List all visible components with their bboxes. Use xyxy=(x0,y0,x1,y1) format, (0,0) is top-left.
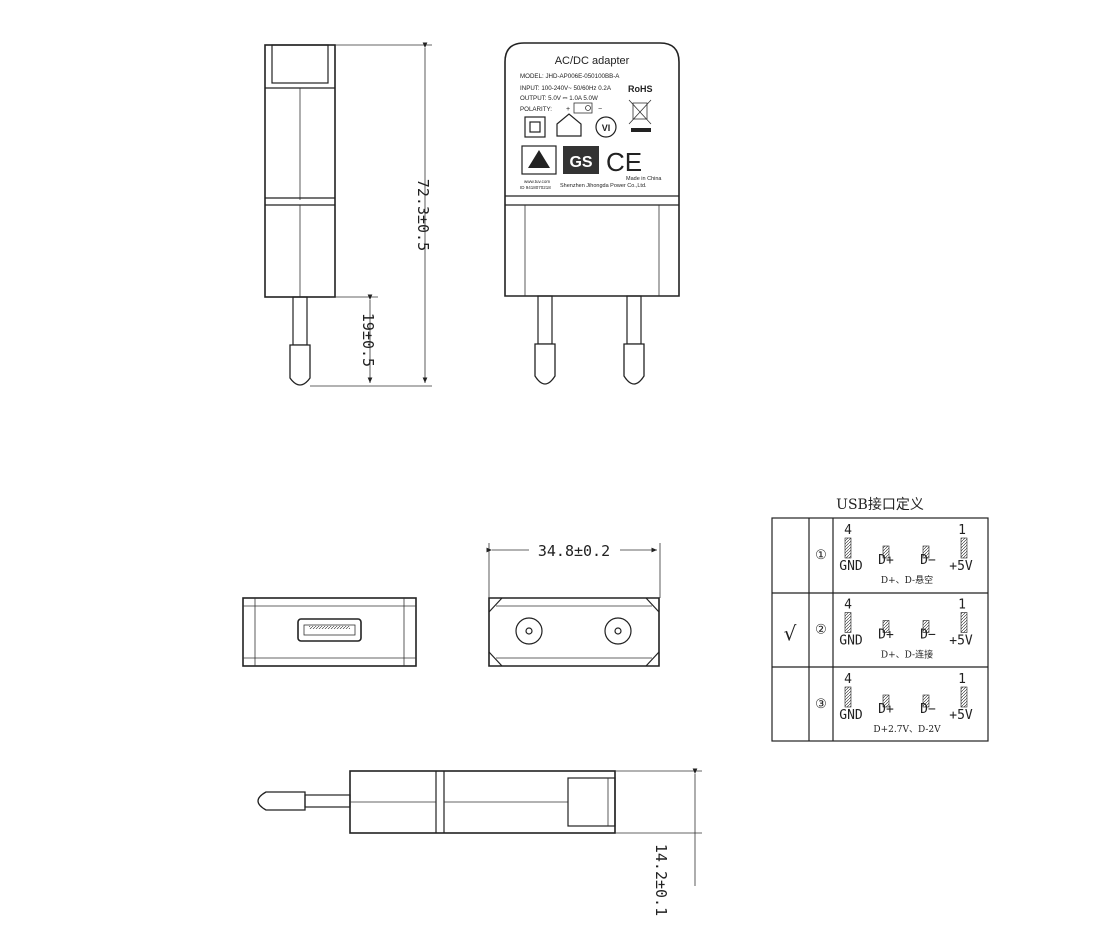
label-id: ID 9418070218 xyxy=(520,185,551,190)
pin-number-1: 1 xyxy=(958,598,966,613)
usb-pin-contact xyxy=(922,545,930,559)
usb-pin-contact xyxy=(844,612,852,633)
row-index: ① xyxy=(815,548,827,563)
weee-bin-icon xyxy=(628,99,652,132)
row-note: D+、D-悬空 xyxy=(881,574,933,586)
label-company: Shenzhen Jihongda Power Co.,Ltd. xyxy=(560,183,647,189)
pin-label-vbus: +5V xyxy=(949,634,973,649)
label-web: www.tuv.com xyxy=(524,179,550,184)
row-index: ② xyxy=(815,623,827,638)
row-index: ③ xyxy=(815,697,827,712)
dim-total-length: 72.3±0.5 xyxy=(414,179,432,251)
usb-pin-contact xyxy=(922,620,930,633)
pin-label-dminus: D− xyxy=(920,553,936,568)
usb-pin-contact xyxy=(960,686,968,708)
gs-mark-text: GS xyxy=(569,154,592,171)
label-output: OUTPUT: 5.0V ⎓ 1.0A 5.0W xyxy=(520,95,598,102)
pin-label-gnd: GND xyxy=(839,708,863,723)
usb-port xyxy=(297,618,362,642)
pin-number-4: 4 xyxy=(844,598,852,613)
usb-pin-contact xyxy=(960,612,968,633)
polarity-symbol-icon: + − xyxy=(566,102,602,114)
pin-label-vbus: +5V xyxy=(949,559,973,574)
usb-end-view xyxy=(242,597,417,667)
usb-pin-contact xyxy=(882,694,890,708)
indoor-use-icon xyxy=(556,113,582,137)
label-rohs: RoHS xyxy=(628,84,653,94)
pin-number-1: 1 xyxy=(958,672,966,687)
label-model: MODEL: JHD-AP006E-050100BB-A xyxy=(520,73,620,80)
usb-table-title: USB接口定义 xyxy=(836,496,924,513)
svg-text:−: − xyxy=(598,106,602,113)
pin-number-4: 4 xyxy=(844,523,852,538)
efficiency-vi-icon: VI xyxy=(595,116,617,138)
usb-pin-contact xyxy=(882,545,890,559)
usb-definition-table: USB接口定义 xyxy=(771,496,989,742)
pin-label-dminus: D− xyxy=(920,702,936,717)
pin-label-dplus: D+ xyxy=(878,553,894,568)
pin-label-dplus: D+ xyxy=(878,628,894,643)
vi-mark-text: VI xyxy=(602,123,611,133)
dim-thickness: 14.2±0.1 xyxy=(652,844,670,916)
label-made-in: Made in China xyxy=(626,176,662,182)
label-polarity: POLARITY: xyxy=(520,106,552,113)
label-input: INPUT: 100-240V~ 50/60Hz 0.2A xyxy=(520,85,612,92)
side-view: 72.3±0.5 19±0.5 xyxy=(264,42,432,387)
pin-label-gnd: GND xyxy=(839,559,863,574)
side-view-horizontal: 14.2±0.1 xyxy=(257,768,702,916)
ce-mark: CE xyxy=(606,147,642,177)
row-note: D+、D-连接 xyxy=(881,649,933,661)
pin-label-dminus: D− xyxy=(920,628,936,643)
dim-width: 34.8±0.2 xyxy=(538,542,610,560)
row-check-mark: √ xyxy=(784,622,797,646)
row-note: D+2.7V、D-2V xyxy=(873,725,941,735)
tuv-mark-icon xyxy=(521,145,557,175)
pin-label-gnd: GND xyxy=(839,634,863,649)
double-insulation-icon xyxy=(524,116,546,138)
front-view: AC/DC adapter MODEL: JHD-AP006E-050100BB… xyxy=(504,42,680,385)
label-title: AC/DC adapter xyxy=(555,55,630,67)
pin-label-dplus: D+ xyxy=(878,702,894,717)
pin-label-vbus: +5V xyxy=(949,708,973,723)
pin-number-4: 4 xyxy=(844,672,852,687)
pin-end-view: 34.8±0.2 xyxy=(486,542,661,667)
svg-text:+: + xyxy=(566,106,570,113)
usb-pin-contact xyxy=(882,620,890,633)
dim-pin-length: 19±0.5 xyxy=(359,313,377,367)
usb-pin-contact xyxy=(960,537,968,559)
usb-pin-contact xyxy=(844,686,852,708)
pin-number-1: 1 xyxy=(958,523,966,538)
usb-pin-contact xyxy=(922,694,930,708)
gs-mark-icon: GS xyxy=(563,146,599,174)
usb-pin-contact xyxy=(844,537,852,559)
